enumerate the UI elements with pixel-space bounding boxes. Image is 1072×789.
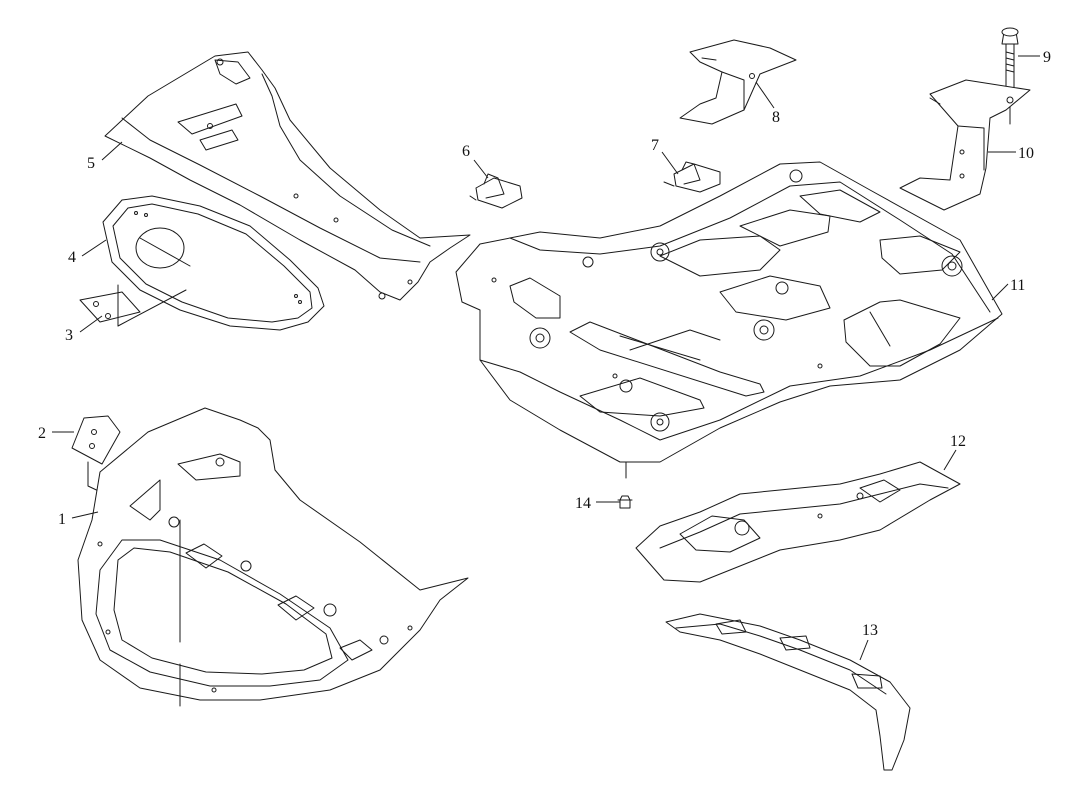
part-14-bolt: [617, 495, 633, 509]
callout-4: 4: [68, 249, 76, 266]
callout-12: 12: [950, 433, 966, 450]
part-1-lower-shield: [77, 407, 469, 707]
callout-6: 6: [462, 143, 470, 160]
callout-1: 1: [58, 511, 66, 528]
callout-labels: 1 2 3 4 5 6 7 8 9 10 11 12 13 14: [38, 49, 1051, 639]
callout-9: 9: [1043, 49, 1051, 66]
callout-7: 7: [651, 137, 659, 154]
part-6-clip: [469, 173, 523, 209]
part-13-strip: [665, 613, 911, 771]
callout-10: 10: [1018, 145, 1034, 162]
part-12-rear-shield: [635, 461, 961, 583]
callout-3: 3: [65, 327, 73, 344]
callout-14: 14: [575, 495, 591, 512]
part-5-upper-shield: [104, 51, 471, 301]
part-4-tray: [102, 195, 325, 331]
callout-5: 5: [87, 155, 95, 172]
callout-8: 8: [772, 109, 780, 126]
part-9-bolt: [1001, 27, 1019, 125]
callout-13: 13: [862, 622, 878, 639]
part-7-clip: [663, 161, 721, 193]
callout-2: 2: [38, 425, 46, 442]
callout-leaders: [52, 55, 1040, 661]
part-11-skid-plate: [455, 161, 1003, 479]
part-3-bracket: [79, 284, 187, 327]
part-8-bracket: [679, 39, 797, 125]
callout-11: 11: [1010, 277, 1025, 294]
part-10-bracket: [899, 79, 1031, 211]
